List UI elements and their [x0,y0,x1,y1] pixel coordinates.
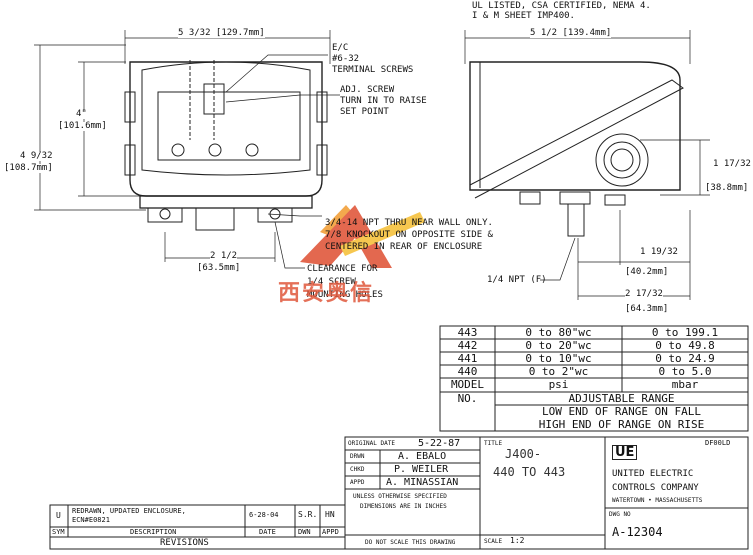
clearance-2: 1/4 SCREW [307,277,356,287]
side-dim-c-mm: [64.3mm] [625,304,669,314]
orig-date: 5-22-87 [418,438,461,449]
rev-dwn: S.R. [298,510,318,519]
note-line-2: I & M SHEET IMP400. [472,11,575,21]
table-row-model: 440 [457,365,478,378]
rev-sym: U [56,511,61,520]
clearance-1: CLEARANCE FOR [307,264,378,274]
side-dim-c: 2 17/32 [625,289,663,299]
table-row-model: 442 [457,339,478,352]
table-row-mbar: 0 to 199.1 [651,326,719,339]
side-dim-b-mm: [40.2mm] [625,267,669,277]
note-line-1: UL LISTED, CSA CERTIFIED, NEMA 4. [472,1,651,11]
high-end-note: HIGH END OF RANGE ON RISE [538,418,705,431]
chkd-name: P. WEILER [394,464,449,475]
scale-value: 1:2 [510,536,525,545]
dwg-no: A-12304 [612,525,663,539]
table-row-mbar: 0 to 24.9 [655,352,715,365]
dwg-no-label: DWG NO [609,511,631,518]
watermark-logo [300,205,425,268]
watermark-text: 西安奥信 [278,281,375,306]
screw-label: #6-32 [332,54,360,64]
revisions-footer: REVISIONS [160,538,209,548]
title-block-grid [344,436,749,550]
rev-desc-1: REDRAWN, UPDATED ENCLOSURE, [72,507,186,515]
drwn-label: DRWN [350,453,365,460]
adj-screw-1: ADJ. SCREW [340,85,395,95]
drawing-code: DF00LD [705,439,731,447]
front-view-enclosure [124,60,328,231]
header-mbar: mbar [671,378,699,391]
mount-dim-mm: [63.5mm] [197,263,241,273]
scale-label: SCALE [484,538,503,545]
table-row-mbar: 0 to 5.0 [658,365,712,378]
side-dim-b: 1 19/32 [640,247,678,257]
company-name-2: CONTROLS COMPANY [612,483,699,493]
chkd-label: CHKD [350,466,365,473]
table-row-psi: 0 to 20"wc [525,339,592,352]
rev-head-desc: DESCRIPTION [130,528,177,536]
side-width-dim: 5 1/2 [139.4mm] [530,28,612,38]
adj-screw-3: SET POINT [340,107,389,117]
ec-label: E/C [332,43,349,53]
front-height-inner-mm: [101.6mm] [58,121,107,131]
orig-date-label: ORIGINAL DATE [348,440,395,447]
front-height-outer-mm: [108.7mm] [4,163,53,173]
front-height-outer: 4 9/32 [20,151,53,161]
title-line-1: J400- [505,447,542,461]
table-row-model: 443 [457,326,478,339]
rev-desc-2: ECN#E0821 [72,516,110,524]
no-scale-note: DO NOT SCALE THIS DRAWING [365,539,456,546]
adj-screw-2: TURN IN TO RAISE [340,96,427,106]
clearance-3: MOUNTING HOLES [307,290,383,300]
front-width-dim: 5 3/32 [129.7mm] [178,28,265,38]
appd-name: A. MINASSIAN [386,477,459,488]
npt-f-label: 1/4 NPT (F) [487,275,547,285]
unless-note-1: UNLESS OTHERWISE SPECIFIED [353,493,447,500]
side-view-enclosure [469,61,684,237]
terminal-label: TERMINAL SCREWS [332,65,414,75]
side-dim-a-mm: [38.8mm] [705,183,749,193]
title-label: TITLE [484,440,503,447]
mount-dim: 2 1/2 [210,251,238,261]
unless-note-2: DIMENSIONS ARE IN INCHES [360,503,447,510]
table-row-psi: 0 to 10"wc [525,352,592,365]
low-end-note: LOW END OF RANGE ON FALL [542,405,701,418]
drwn-name: A. EBALO [398,451,447,462]
company-logo: UE [612,445,638,460]
range-table-grid [439,325,749,432]
table-row-model: 441 [457,352,478,365]
company-location: WATERTOWN • MASSACHUSETTS [612,497,703,504]
adjustable-range: ADJUSTABLE RANGE [568,392,675,405]
table-row-mbar: 0 to 49.8 [655,339,715,352]
rev-head-date: DATE [259,528,276,536]
rev-head-dwn: DWN [298,528,311,536]
rev-head-sym: SYM [52,528,65,536]
table-row-psi: 0 to 80"wc [525,326,592,339]
table-row-psi: 0 to 2"wc [528,365,589,378]
header-psi: psi [548,378,569,391]
company-name-1: UNITED ELECTRIC [612,469,694,479]
appd-label: APPD [350,479,365,486]
header-model: MODEL [450,378,485,391]
side-dim-a: 1 17/32 [713,159,751,169]
front-view-dimensions [34,30,340,269]
rev-date: 6-28-04 [249,511,279,519]
npt-note-1: 3/4-14 NPT THRU NEAR WALL ONLY. [325,218,493,228]
npt-note-2: 7/8 KNOCKOUT ON OPPOSITE SIDE & [325,230,493,240]
revisions-grid [49,504,346,550]
title-line-2: 440 TO 443 [493,465,566,479]
rev-head-appd: APPD [322,528,339,536]
header-no: NO. [457,392,478,405]
rev-appd: HN [325,510,335,519]
front-height-inner: 4" [76,109,87,119]
npt-note-3: CENTERED IN REAR OF ENCLOSURE [325,242,483,252]
side-view-dimensions [464,30,710,300]
